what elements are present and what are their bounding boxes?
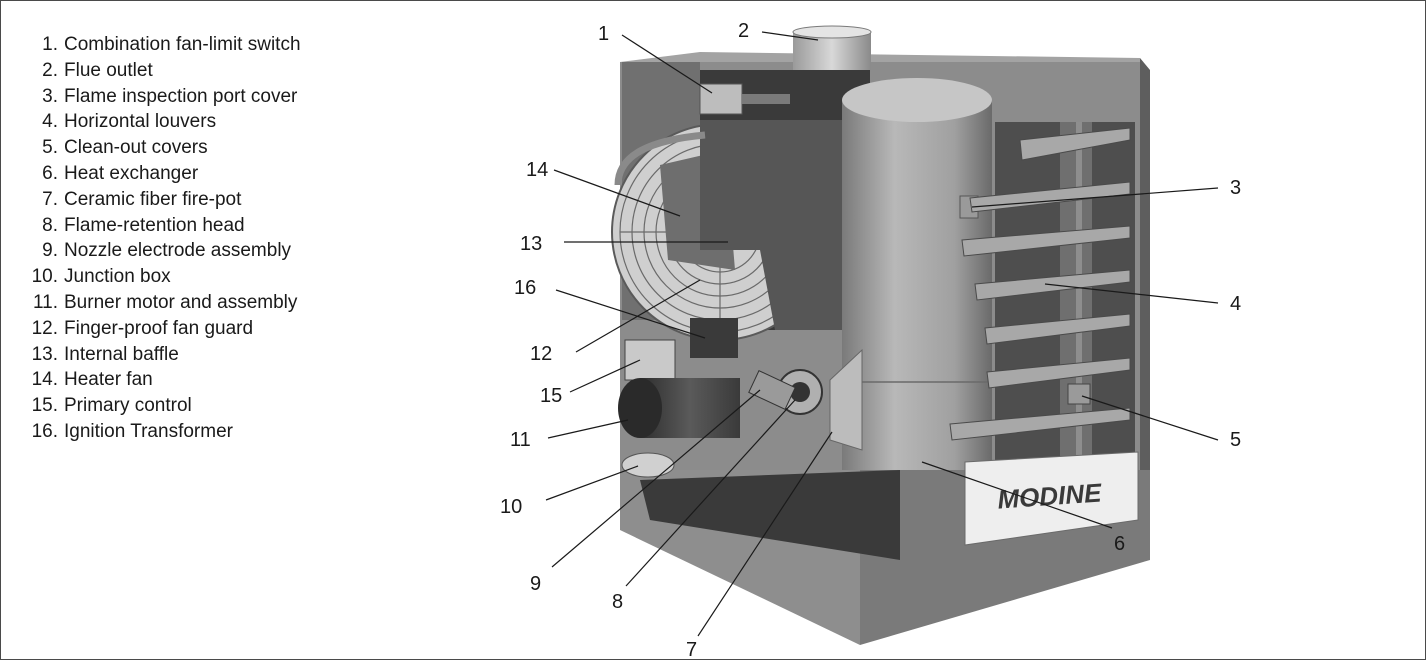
callout-4: 4 bbox=[1230, 293, 1241, 315]
leader-5 bbox=[1081, 395, 1219, 441]
horizontal-louvers bbox=[949, 127, 1131, 441]
legend-item: 1.Combination fan-limit switch bbox=[42, 34, 301, 55]
legend-item: 13.Internal baffle bbox=[31, 343, 179, 365]
legend-item: 9.Nozzle electrode assembly bbox=[42, 240, 292, 262]
burner-assembly bbox=[618, 318, 863, 478]
legend-item: 4.Horizontal louvers bbox=[42, 111, 217, 133]
callout-8: 8 bbox=[612, 591, 623, 613]
leader-15 bbox=[569, 359, 641, 393]
leader-16 bbox=[555, 289, 706, 339]
leader-3 bbox=[971, 187, 1219, 208]
legend-item: 6.Heat exchanger bbox=[42, 162, 199, 184]
flue-outlet bbox=[792, 25, 872, 72]
leader-10 bbox=[545, 465, 639, 501]
legend-item: 10.Junction box bbox=[31, 266, 171, 288]
clean-out-cover bbox=[1067, 383, 1091, 405]
callout-14: 14 bbox=[526, 159, 548, 181]
leader-8 bbox=[625, 399, 796, 587]
callout-6: 6 bbox=[1114, 533, 1125, 555]
callout-7: 7 bbox=[686, 639, 697, 660]
svg-text:MODINE: MODINE bbox=[996, 477, 1102, 514]
legend-item: 14.Heater fan bbox=[31, 369, 153, 391]
legend-item: 15.Primary control bbox=[31, 395, 192, 417]
callout-12: 12 bbox=[530, 343, 552, 365]
legend-item: 11.Burner motor and assembly bbox=[32, 291, 298, 313]
callout-1: 1 bbox=[598, 23, 609, 45]
legend-item: 2.Flue outlet bbox=[42, 59, 153, 81]
leader-11 bbox=[547, 419, 629, 439]
callout-16: 16 bbox=[514, 277, 536, 299]
leader-1 bbox=[621, 34, 713, 94]
callout-15: 15 bbox=[540, 385, 562, 407]
callout-2: 2 bbox=[738, 20, 749, 42]
legend-item: 7.Ceramic fiber fire-pot bbox=[42, 188, 242, 210]
leader-6 bbox=[921, 461, 1113, 529]
parts-legend: 1.Combination fan-limit switch 2.Flue ou… bbox=[30, 32, 301, 445]
combination-fan-limit-switch bbox=[699, 83, 790, 115]
fan-compartment bbox=[611, 62, 870, 341]
leader-9 bbox=[551, 389, 761, 568]
leader-4 bbox=[1044, 283, 1219, 304]
leader-7 bbox=[697, 431, 833, 637]
legend-item: 12.Finger-proof fan guard bbox=[31, 317, 254, 339]
legend-item: 8.Flame-retention head bbox=[42, 214, 245, 236]
legend-item: 5.Clean-out covers bbox=[42, 137, 208, 159]
callout-numbers: 1 2 3 4 5 6 7 8 9 10 11 12 13 14 15 16 bbox=[500, 20, 1241, 660]
callout-9: 9 bbox=[530, 573, 541, 595]
leader-14 bbox=[553, 169, 681, 217]
callout-3: 3 bbox=[1230, 177, 1241, 199]
leader-lines bbox=[545, 31, 1219, 637]
legend-item: 16.Ignition Transformer bbox=[31, 420, 233, 442]
callout-10: 10 bbox=[500, 496, 522, 518]
callout-5: 5 bbox=[1230, 429, 1241, 451]
leader-2 bbox=[761, 31, 819, 41]
callout-11: 11 bbox=[510, 429, 531, 451]
callout-13: 13 bbox=[520, 233, 542, 255]
legend-item: 3.Flame inspection port cover bbox=[42, 85, 298, 107]
